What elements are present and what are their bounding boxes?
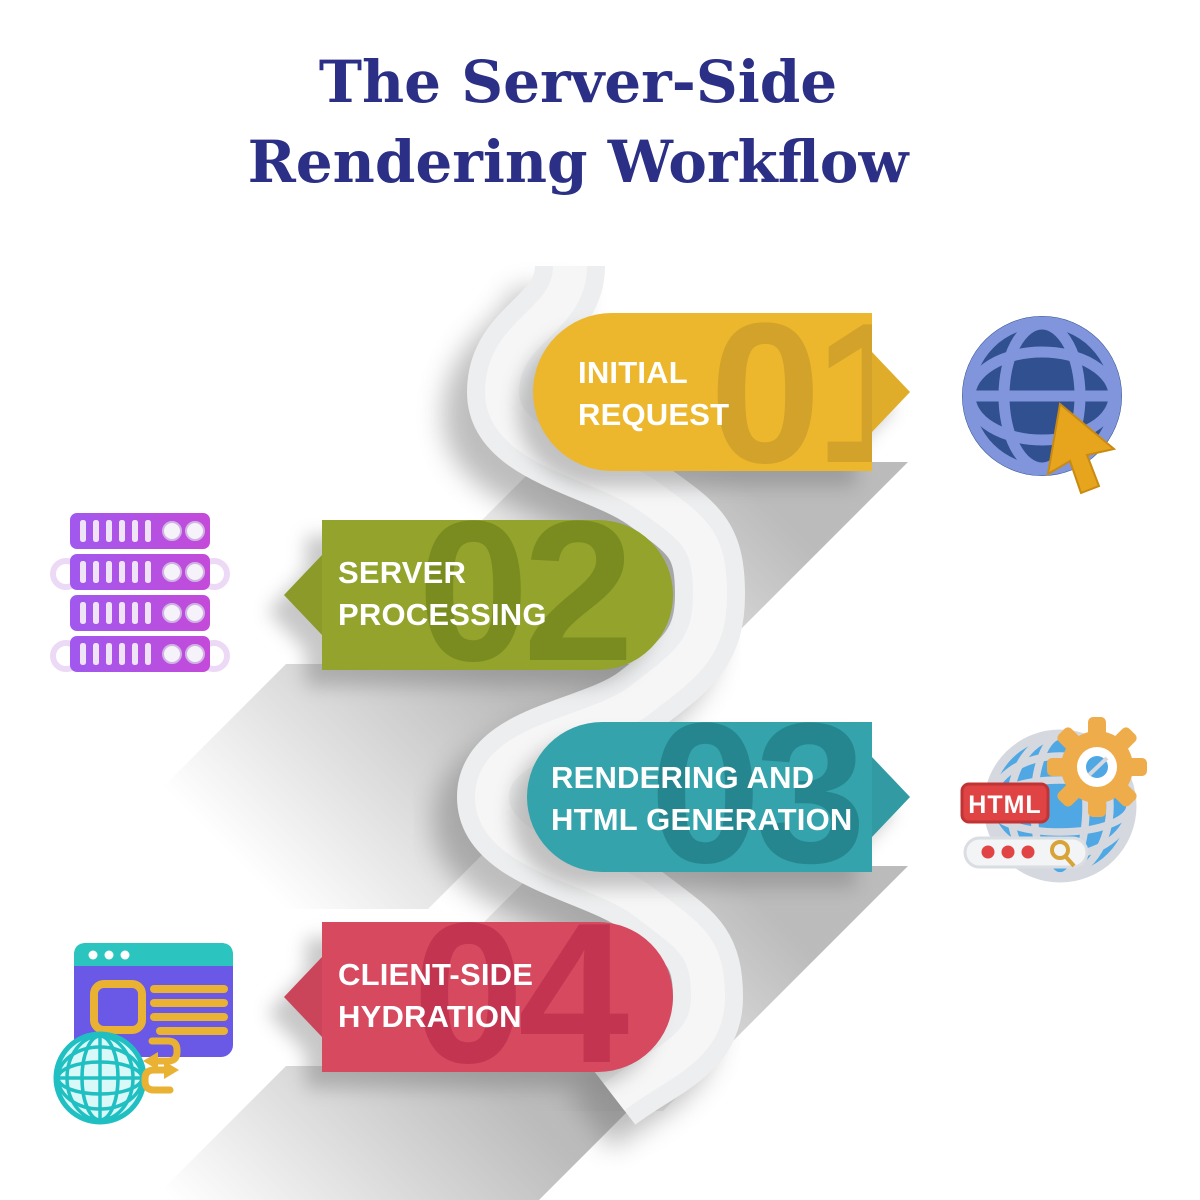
server-rack [69,635,211,673]
step-label-3-line1: RENDERING AND [551,760,814,795]
arrow-tip-shade [872,757,910,837]
browser-hydration-icon [53,943,233,1125]
step-label-2-line1: SERVER [338,555,466,590]
html-badge: HTML [960,782,1050,824]
server-stack-icon [50,512,230,673]
html-badge-label: HTML [968,791,1041,819]
wireframe-globe-icon [53,1031,147,1125]
step-banner-4-shape [284,922,673,1072]
browser-header [74,943,233,966]
sync-arrows-icon [141,1037,181,1094]
browser-image-placeholder [90,980,146,1034]
magnifier-icon [1050,840,1076,868]
workflow-ribbon-highlight [474,264,728,1111]
html-globe-gear-icon: HTML [960,717,1147,883]
globe-cursor-icon [962,316,1122,495]
arrow-tip-shade [284,957,322,1037]
step-label-3-line2: HTML GENERATION [551,802,853,837]
server-rack [69,553,211,591]
cursor-icon [1046,402,1117,495]
server-rack [69,594,211,632]
step-number-2: 02 [418,480,628,703]
step-banner-3: 03 RENDERING AND HTML GENERATION [527,682,910,905]
arrow-tip-shade [284,555,322,635]
step-label-1-line1: INITIAL [578,355,688,390]
step-number-1: 01 [710,282,921,505]
step-banner-4: 04 CLIENT-SIDE HYDRATION [284,882,673,1105]
browser-search-bar [963,836,1089,869]
step-number-3: 03 [650,682,860,905]
gear-icon [1047,717,1147,817]
shadow-sweep [152,1066,673,1200]
step-number-4: 04 [413,882,629,1105]
arrow-tip-shade [872,352,910,432]
step-banner-1: 01 INITIAL REQUEST [533,282,921,505]
step-label-4-line2: HYDRATION [338,999,522,1034]
browser-text-lines [150,985,228,1035]
title-line1: The Server-Side [319,48,837,116]
step-banner-3-shape [527,722,910,872]
step-banner-2: 02 SERVER PROCESSING [284,480,673,703]
server-rack [69,512,211,550]
step-banner-1-shape [533,313,910,471]
page-title: The Server-Side Rendering Workflow [248,48,911,196]
title-line2: Rendering Workflow [248,128,911,196]
browser-dots [88,950,130,960]
step-label-1-line2: REQUEST [578,397,729,432]
step-banner-2-shape [284,520,673,670]
globe-grid [962,316,1122,476]
step-label-4-line1: CLIENT-SIDE [338,957,533,992]
step-label-2-line2: PROCESSING [338,597,547,632]
